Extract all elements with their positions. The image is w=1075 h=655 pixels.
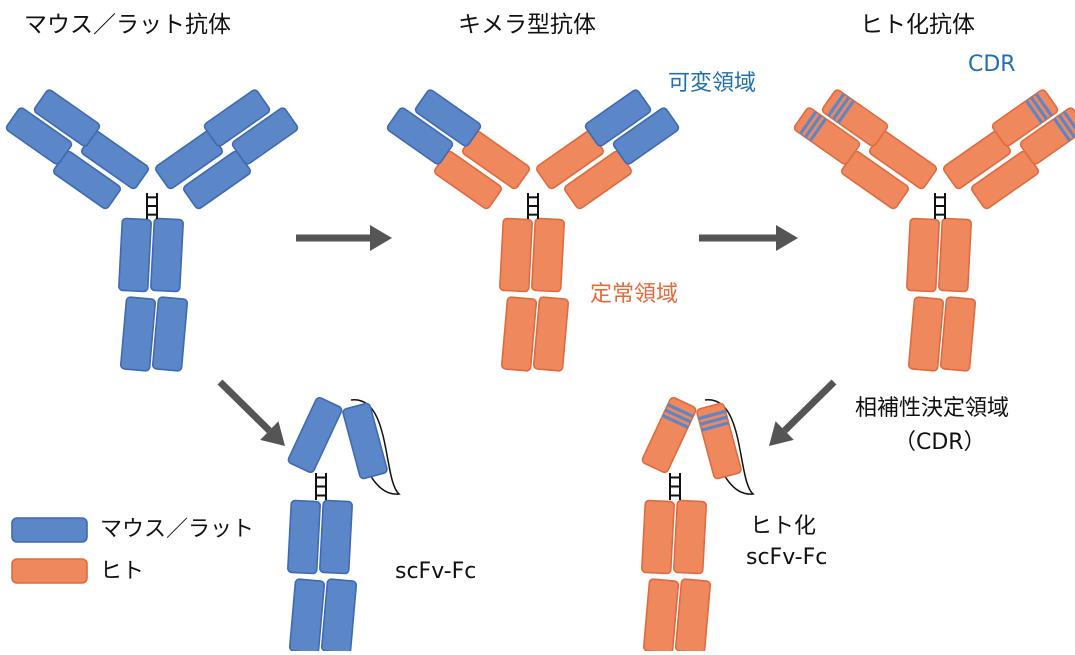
light-chain-vl — [386, 107, 454, 165]
arrow-head — [370, 225, 392, 251]
humanized-antibody — [793, 89, 1075, 372]
legend-swatch-human — [11, 558, 88, 584]
cdr-bands — [1024, 92, 1053, 124]
cdr-bands — [661, 403, 694, 429]
arrow-mouse-to-chimeric — [296, 225, 392, 251]
scfv-vh — [287, 396, 343, 474]
cdr-band — [1052, 117, 1072, 142]
cdr-band — [1034, 92, 1053, 117]
arrow-shaft — [217, 379, 272, 434]
title-humanized-antibody: ヒト化抗体 — [860, 12, 975, 38]
heavy-chain-ch2 — [499, 217, 533, 293]
heavy-chain-ch3 — [500, 296, 538, 372]
cdr-band — [832, 96, 851, 121]
label-cdr: CDR — [968, 52, 1016, 77]
scfv-fc-ch3 — [320, 578, 358, 654]
heavy-chain-vh — [584, 89, 652, 147]
heavy-chain-ch2 — [150, 217, 184, 293]
cdr-band — [664, 408, 692, 424]
cdr-band — [836, 99, 856, 124]
arrow-shaft — [782, 379, 837, 434]
label-scfv-fc: scFv-Fc — [395, 559, 477, 584]
cdr-bands — [799, 110, 828, 142]
cdr-bands — [698, 409, 730, 432]
title-mouse-antibody: マウス／ラット抗体 — [24, 12, 231, 38]
heavy-chain-ch3 — [939, 296, 977, 372]
scfv-fc-ch3 — [288, 578, 326, 654]
chimeric-antibody — [386, 89, 680, 372]
cdr-band — [1029, 96, 1048, 121]
light-chain-vl — [1019, 107, 1075, 165]
label-cdr-full-line2: （CDR） — [894, 430, 986, 455]
cdr-bands — [827, 92, 856, 124]
heavy-chain-vh — [33, 89, 101, 147]
scfv-fc-ch3 — [642, 578, 680, 654]
scfv-fc-ch3 — [674, 578, 712, 654]
cdr-band — [1057, 114, 1075, 139]
cdr-band — [799, 110, 818, 135]
arrow-head — [769, 421, 794, 446]
light-chain-vl — [231, 107, 299, 165]
heavy-chain-ch2 — [118, 217, 152, 293]
cdr-band — [699, 415, 728, 426]
legend-label-human: ヒト — [100, 559, 145, 584]
humanized-scfv-fc — [641, 396, 755, 654]
arrow-mouse-to-scfv — [217, 379, 285, 446]
scfv-fc-ch2 — [641, 499, 675, 575]
cdr-band — [667, 403, 694, 418]
scfv-fc-ch2 — [673, 499, 707, 575]
heavy-chain-ch3 — [151, 296, 189, 372]
legend-swatch-mouse — [11, 517, 88, 543]
arrow-head — [260, 421, 285, 446]
label-humanized-scfv-line1: ヒト化 — [750, 514, 817, 539]
cdr-band — [701, 421, 730, 432]
cdr-band — [827, 92, 846, 117]
heavy-chain-ch3 — [907, 296, 945, 372]
cdr-band — [804, 114, 823, 139]
arrow-humanized-to-scfv — [769, 379, 837, 446]
heavy-chain-ch3 — [119, 296, 157, 372]
arrow-head — [776, 225, 798, 251]
heavy-chain-vh — [203, 89, 271, 147]
light-chain-vl — [793, 107, 861, 165]
mouse-scfv-fc — [287, 396, 401, 654]
title-chimeric-antibody: キメラ型抗体 — [458, 12, 596, 38]
label-humanized-scfv-line2: scFv-Fc — [746, 545, 828, 570]
heavy-chain-ch2 — [531, 217, 565, 293]
heavy-chain-vh — [821, 89, 889, 147]
scfv-fc-ch2 — [319, 499, 353, 575]
cdr-band — [1062, 110, 1075, 135]
light-chain-vl — [612, 107, 680, 165]
heavy-chain-ch2 — [938, 217, 972, 293]
cdr-band — [698, 409, 726, 421]
cdr-band — [808, 117, 828, 142]
light-chain-vl — [5, 107, 73, 165]
label-variable-region: 可変領域 — [668, 71, 757, 96]
cdr-bands — [1052, 110, 1075, 142]
heavy-chain-vh — [414, 89, 482, 147]
legend-label-mouse: マウス／ラット — [100, 517, 255, 542]
cdr-band — [1024, 99, 1044, 124]
heavy-chain-ch2 — [906, 217, 940, 293]
cdr-band — [661, 414, 689, 429]
arrow-chimeric-to-humanized — [699, 225, 798, 251]
heavy-chain-ch3 — [532, 296, 570, 372]
scfv-vh — [641, 396, 697, 474]
heavy-chain-vh — [991, 89, 1059, 147]
label-constant-region: 定常領域 — [590, 282, 679, 307]
label-cdr-full-line1: 相補性決定領域 — [855, 396, 1010, 421]
scfv-vl — [342, 402, 388, 480]
scfv-fc-ch2 — [287, 499, 321, 575]
mouse-antibody — [5, 89, 299, 372]
